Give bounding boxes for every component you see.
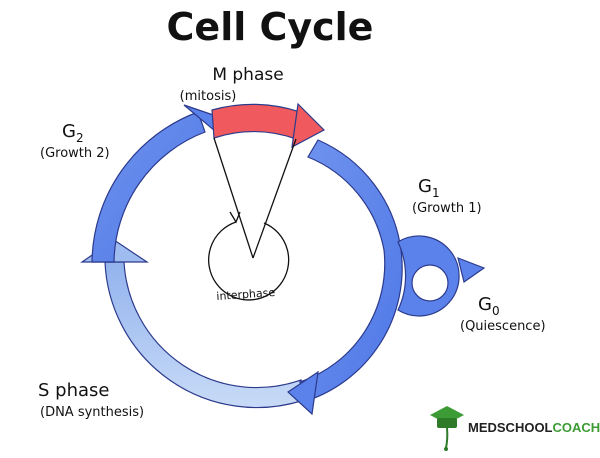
m-phase-label: M phase — [212, 65, 283, 85]
s-phase-desc: (DNA synthesis) — [40, 405, 144, 420]
g1-subscript: 1 — [432, 186, 440, 200]
graduation-cap-icon — [430, 406, 464, 451]
m-phase-desc: (mitosis) — [180, 89, 237, 104]
medschoolcoach-logo: MEDSCHOOLCOACH — [430, 406, 600, 451]
g2-subscript: 2 — [76, 131, 84, 145]
g0-arrowhead — [457, 257, 486, 283]
logo-text: MEDSCHOOLCOACH — [468, 420, 600, 435]
m-phase-segment — [211, 103, 301, 140]
g2-desc: (Growth 2) — [40, 146, 110, 161]
g2-segment — [91, 111, 206, 263]
s-phase-label: S phase — [38, 380, 109, 401]
s-phase-segment — [104, 261, 302, 409]
g0-subscript: 0 — [492, 304, 500, 318]
cycle-ring — [80, 102, 486, 416]
g0-loop-hole — [411, 264, 449, 302]
g0-letter: G — [478, 294, 492, 315]
g0-desc: (Quiescence) — [460, 319, 546, 334]
diagram-title: Cell Cycle — [167, 5, 374, 49]
g1-arrowhead — [287, 370, 319, 416]
g1-desc: (Growth 1) — [412, 201, 482, 216]
g2-label: G2 — [62, 121, 84, 145]
logo-text-green: COACH — [553, 420, 600, 435]
interphase-marker — [208, 137, 297, 301]
interphase-label: interphase — [216, 286, 276, 303]
g2-letter: G — [62, 121, 76, 142]
g0-label: G0 — [478, 294, 500, 318]
g1-label: G1 — [418, 176, 440, 200]
logo-text-dark: MEDSCHOOL — [468, 420, 553, 435]
m-phase-arrowhead — [291, 102, 325, 149]
g1-letter: G — [418, 176, 432, 197]
g1-segment — [299, 139, 403, 403]
